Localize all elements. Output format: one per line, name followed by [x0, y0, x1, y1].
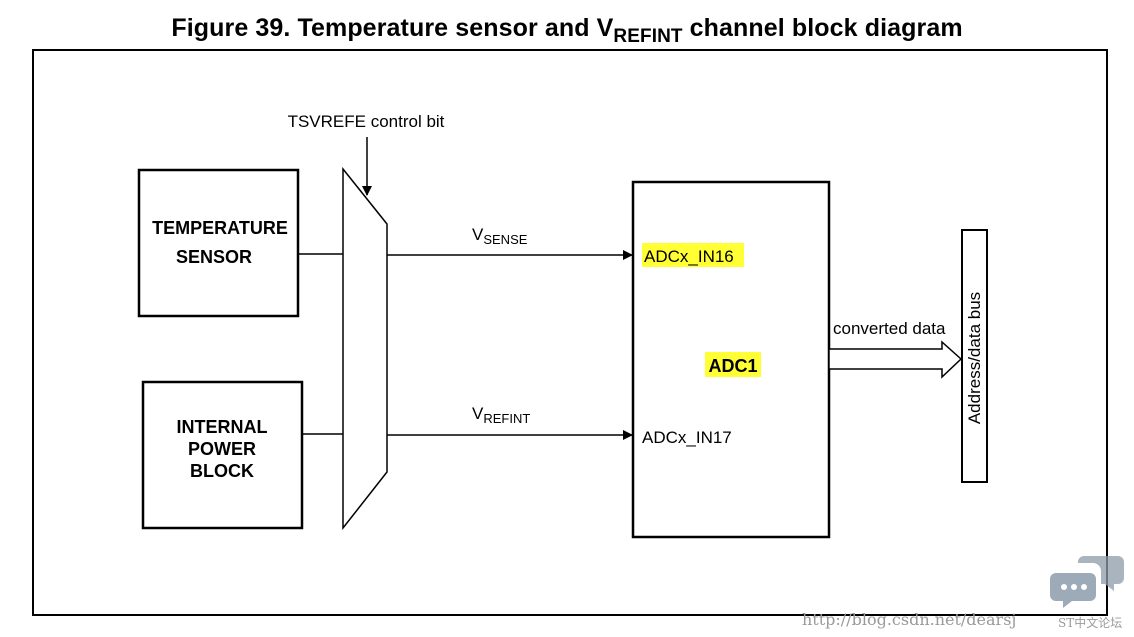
- in16-highlight: [642, 243, 744, 267]
- power-block-label-line3: BLOCK: [190, 461, 254, 481]
- outer-frame: [32, 49, 1108, 616]
- temperature-sensor-label-line2: SENSOR: [176, 247, 252, 267]
- adc1-highlight: [705, 352, 761, 377]
- adc1-label: ADC1: [708, 356, 757, 376]
- control-bit-label: TSVREFE control bit: [288, 112, 445, 131]
- vrefint-label: VREFINT: [472, 404, 530, 426]
- watermark-forum: ST中文论坛: [1058, 615, 1122, 630]
- watermark-url: http://blog.csdn.net/dearsj: [802, 610, 1016, 629]
- converted-data-label: converted data: [833, 319, 946, 338]
- figure-title: Figure 39. Temperature sensor and VREFIN…: [171, 14, 963, 47]
- power-block-label-line2: POWER: [188, 439, 256, 459]
- internal-power-block: [141, 380, 304, 530]
- temperature-sensor-block: [137, 168, 300, 318]
- temperature-sensor-label-line1: TEMPERATURE: [152, 218, 288, 238]
- forum-chat-icon: [1050, 556, 1124, 608]
- adc-in16-label: ADCx_IN16: [644, 247, 734, 266]
- adc-in17-label: ADCx_IN17: [642, 428, 732, 447]
- address-data-bus: [961, 229, 988, 483]
- vsense-label: VSENSE: [472, 225, 528, 247]
- address-data-bus-label: Address/data bus: [965, 292, 984, 424]
- power-block-label-line1: INTERNAL: [177, 417, 268, 437]
- tsvrefe-switch: [342, 166, 388, 531]
- converted-data-arrow: [828, 340, 963, 379]
